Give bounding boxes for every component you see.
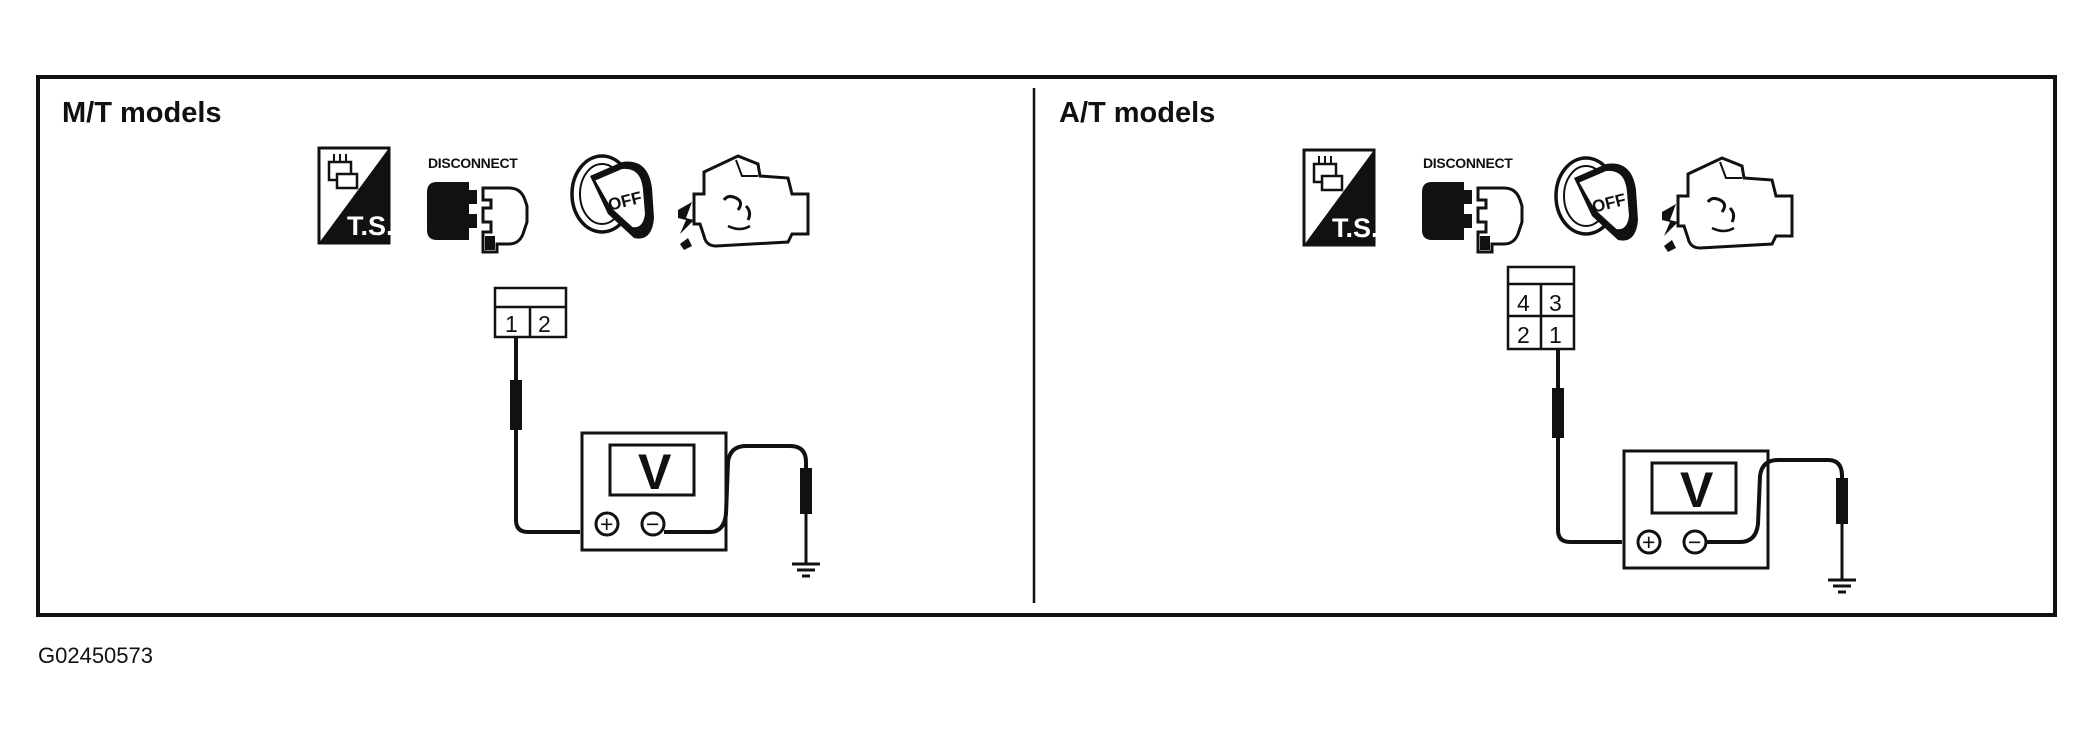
figure-border bbox=[36, 75, 2057, 617]
engine-icon bbox=[676, 154, 810, 252]
voltmeter: V + − bbox=[1622, 449, 1770, 570]
panel-title: A/T models bbox=[1059, 97, 1215, 129]
meter-label: V bbox=[638, 444, 672, 500]
connector: 4 3 2 1 bbox=[1506, 265, 1576, 351]
negative-lead-wire bbox=[1706, 458, 1844, 544]
disconnect-label: DISCONNECT bbox=[1423, 155, 1513, 171]
ground-symbol bbox=[1826, 562, 1858, 594]
positive-probe bbox=[1552, 388, 1564, 438]
connector-pin: 2 bbox=[1517, 322, 1530, 348]
disconnect-connector-icon: DISCONNECT bbox=[425, 155, 529, 254]
negative-probe bbox=[800, 468, 812, 514]
connector-pin: 4 bbox=[1517, 290, 1530, 316]
plus-terminal: + bbox=[600, 511, 613, 537]
positive-lead-wire bbox=[514, 430, 580, 534]
connector-pin: 1 bbox=[505, 311, 518, 337]
ts-harness-icon: T.S. bbox=[317, 146, 394, 245]
connector: 1 2 bbox=[493, 286, 568, 339]
ts-label: T.S. bbox=[347, 211, 394, 241]
engine-icon bbox=[1660, 156, 1794, 254]
meter-label: V bbox=[1680, 462, 1714, 518]
positive-probe bbox=[510, 380, 522, 430]
figure-id: G02450573 bbox=[38, 643, 153, 668]
ground-symbol bbox=[790, 546, 822, 578]
ts-label: T.S. bbox=[1332, 213, 1379, 243]
connector-pin: 3 bbox=[1549, 290, 1562, 316]
ignition-key-off-icon: OFF bbox=[570, 154, 656, 241]
panel-at: A/T models T.S. DISCONNECT OFF 4 3 2 1 bbox=[1059, 97, 1858, 594]
negative-probe bbox=[1836, 478, 1848, 524]
disconnect-connector-icon: DISCONNECT bbox=[1420, 155, 1524, 254]
panel-mt: M/T models T.S. DISCONNECT OFF 1 2 bbox=[62, 97, 822, 578]
positive-lead-wire bbox=[1556, 438, 1622, 544]
voltmeter: V + − bbox=[580, 431, 728, 552]
connector-pin: 2 bbox=[538, 311, 551, 337]
negative-lead-wire bbox=[664, 444, 808, 534]
ignition-key-off-icon: OFF bbox=[1554, 156, 1640, 243]
panel-title: M/T models bbox=[62, 97, 222, 129]
plus-terminal: + bbox=[1642, 529, 1655, 555]
minus-terminal: − bbox=[1688, 529, 1701, 555]
disconnect-label: DISCONNECT bbox=[428, 155, 518, 171]
minus-terminal: − bbox=[646, 511, 659, 537]
connector-pin: 1 bbox=[1549, 322, 1562, 348]
ts-harness-icon: T.S. bbox=[1302, 148, 1379, 247]
